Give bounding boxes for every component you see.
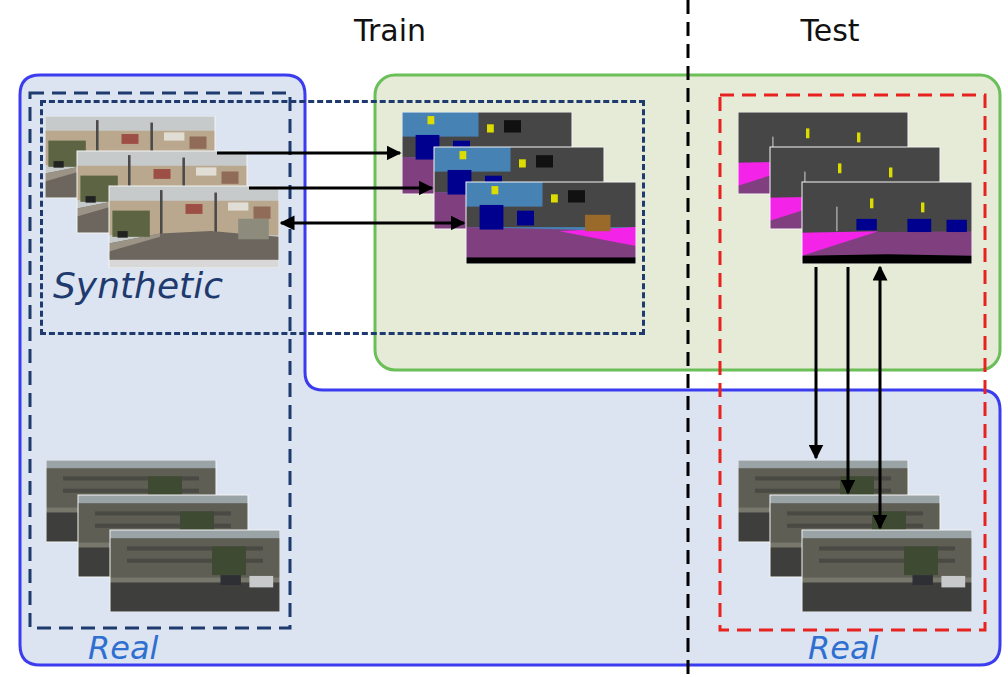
image-frame bbox=[802, 182, 972, 264]
mapping-arrow bbox=[281, 221, 464, 224]
image-stack bbox=[738, 112, 972, 264]
image-stack bbox=[45, 116, 279, 268]
mapping-arrow bbox=[217, 151, 400, 154]
train-test-divider bbox=[687, 0, 690, 677]
image-frame bbox=[802, 530, 972, 612]
image-stack bbox=[402, 112, 636, 264]
mapping-arrow bbox=[847, 267, 850, 493]
image-stack-illustration bbox=[738, 460, 972, 612]
domain-label: Real bbox=[88, 630, 158, 667]
mapping-arrow bbox=[249, 186, 432, 189]
image-domain-region bbox=[20, 75, 1000, 665]
image-stack bbox=[46, 460, 280, 612]
train-set-outline bbox=[30, 93, 290, 628]
image-frame bbox=[466, 182, 636, 264]
image-stack-illustration bbox=[45, 116, 279, 268]
image-stack-illustration bbox=[402, 112, 636, 264]
image-stack bbox=[738, 460, 972, 612]
image-frame bbox=[110, 530, 280, 612]
column-header: Train bbox=[354, 14, 426, 49]
dataset-name: Synthetic bbox=[53, 265, 223, 306]
domain-label: Real bbox=[808, 630, 878, 667]
mapping-arrow bbox=[879, 267, 882, 528]
mapping-arrow bbox=[815, 267, 818, 458]
image-stack-illustration bbox=[738, 112, 972, 264]
test-set-outline bbox=[720, 95, 985, 630]
dataset-box: Synthetic bbox=[40, 100, 645, 335]
column-header: Test bbox=[800, 14, 859, 49]
image-stack-illustration bbox=[46, 460, 280, 612]
image-frame bbox=[109, 186, 279, 268]
